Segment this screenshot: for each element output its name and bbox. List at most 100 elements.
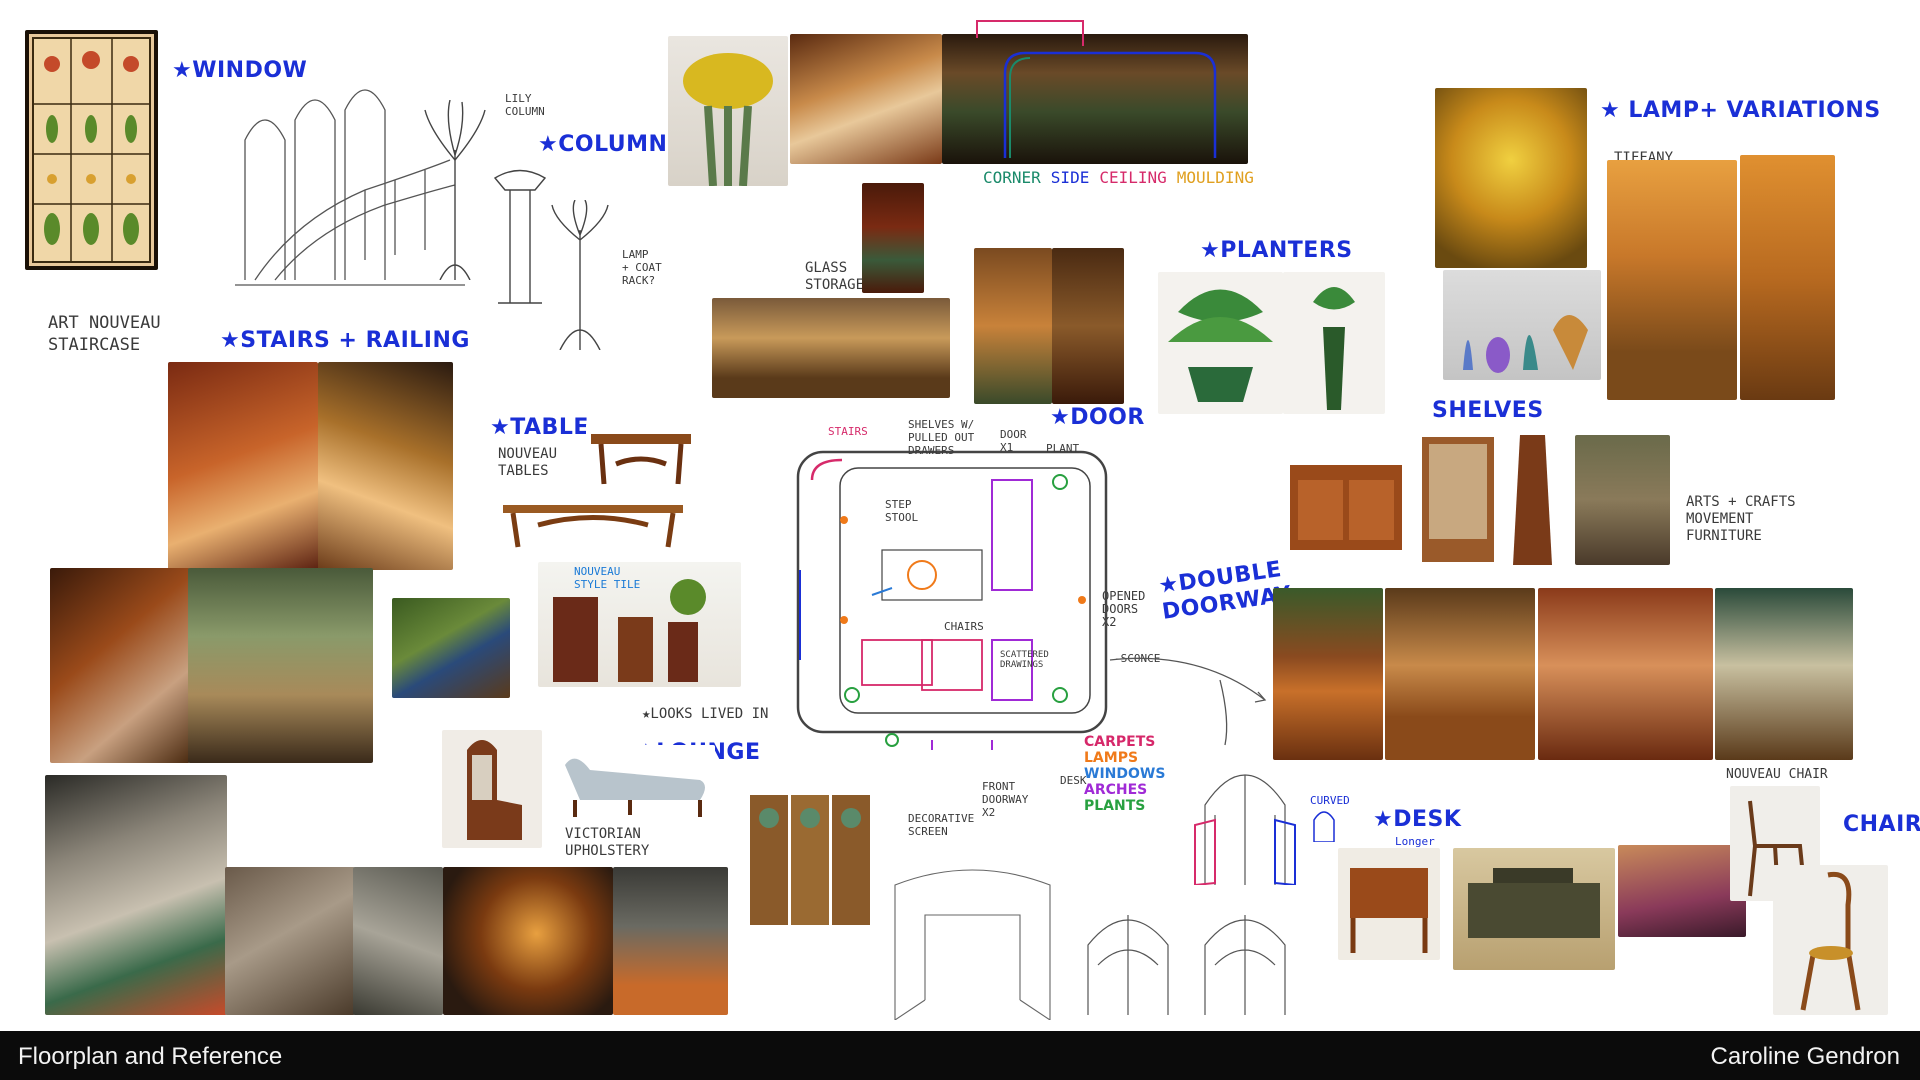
archway-perspective-sketch (894, 869, 1051, 1020)
lily-column-sketch (424, 100, 486, 280)
decorative-screen-photo (748, 790, 873, 930)
nouveau-chair-note: NOUVEAU CHAIR (1726, 767, 1828, 782)
doorway-photo-4 (1715, 588, 1853, 760)
floor-lamp-photo (1740, 155, 1835, 400)
footer-title: Floorplan and Reference (18, 1043, 283, 1070)
floorplan-color-legend: CARPETS LAMPS WINDOWS ARCHES PLANTS (1084, 734, 1165, 814)
leaded-glass-photo-3 (353, 867, 443, 1015)
lamp-coat-rack-note: LAMP + COAT RACK? (622, 248, 662, 287)
floorplan-step-stool-note: STEP STOOL (885, 498, 919, 524)
floorplan-chairs-note: CHAIRS (944, 620, 984, 633)
floorplan-scattered-note: SCATTERED DRAWINGS (1000, 650, 1049, 670)
chaise-lounge-photo (560, 745, 715, 823)
floorplan-sketch (796, 450, 1108, 750)
vaulted-ceiling-photo (790, 34, 942, 164)
arched-doorway-sketch-3 (1204, 915, 1286, 1015)
arch-window-icon-sketch (1313, 811, 1335, 842)
looks-lived-in-note: ★LOOKS LIVED IN (642, 706, 769, 722)
planter-photo-1 (1158, 272, 1283, 414)
victorian-upholstery-note: VICTORIAN UPHOLSTERY (565, 826, 650, 859)
desk-note: DESK (1060, 774, 1087, 787)
table-photo-1 (586, 424, 696, 490)
glass-table-photo (392, 598, 510, 698)
floorplan-stairs-note: STAIRS (828, 425, 868, 438)
arts-crafts-note: ARTS + CRAFTS MOVEMENT FURNITURE (1686, 494, 1796, 544)
planters-label: ★PLANTERS (1200, 238, 1353, 263)
door-photo-1 (974, 248, 1052, 404)
desk-photo-3 (1618, 845, 1746, 937)
table-label: ★TABLE (490, 415, 589, 440)
victorian-chair-photo (442, 730, 542, 848)
doorway-photo-3 (1538, 588, 1713, 760)
ceiling-text: CEILING (1099, 168, 1167, 187)
arts-crafts-cabinet-photo (1280, 440, 1412, 560)
footer-bar: Floorplan and Reference Caroline Gendron (0, 1031, 1920, 1080)
doorway-photo-1 (1273, 588, 1383, 760)
staircase-sketch (235, 89, 465, 286)
legend-carpets: CARPETS (1084, 734, 1156, 750)
lily-column-note: LILY COLUMN (505, 92, 545, 118)
front-doorway-note: FRONT DOORWAY X2 (982, 780, 1029, 819)
legend-plants: PLANTS (1084, 798, 1146, 814)
tiffany-lamps-photo (1435, 88, 1587, 268)
shelves-label: SHELVES (1432, 398, 1544, 423)
moulding-text: MOULDING (1176, 168, 1254, 187)
plant-stand-photo (1575, 435, 1670, 565)
doorway-sketch-1 (1194, 774, 1296, 885)
nouveau-style-tile-photo (538, 562, 741, 687)
architecture-overlay-lines (976, 20, 1217, 158)
opened-doors-note: OPENED DOORS X2 (1102, 589, 1146, 629)
door-photo-2 (1052, 248, 1124, 404)
column-sketch (493, 169, 547, 304)
stairs-photo-4 (188, 568, 373, 763)
desk-label: ★DESK (1373, 807, 1462, 832)
stairs-photo-2 (318, 362, 453, 570)
nouveau-style-tile-note: NOUVEAU STYLE TILE (574, 565, 641, 591)
stairs-photo-1 (168, 362, 318, 570)
glass-storage-note: GLASS STORAGE (805, 260, 865, 293)
floorplan-shelves-note: SHELVES W/ PULLED OUT DRAWERS (908, 418, 975, 457)
lamps-on-shelves-photo (1607, 160, 1737, 400)
lamp-variations-label: ★ LAMP+ VARIATIONS (1600, 98, 1881, 123)
side-text: SIDE (1050, 168, 1090, 187)
desk-photo-2 (1453, 848, 1615, 970)
window-label: ★WINDOW (172, 58, 308, 83)
planter-photo-2 (1283, 272, 1385, 414)
corner-text: CORNER (983, 168, 1041, 187)
nouveau-tables-note: NOUVEAU TABLES (498, 446, 558, 479)
curved-note: CURVED (1310, 794, 1350, 807)
footer-author: Caroline Gendron (1710, 1043, 1900, 1070)
art-nouveau-staircase-note: ART NOUVEAU STAIRCASE (48, 313, 161, 355)
column-label: ★COLUMN (538, 132, 668, 157)
stairs-railing-label: ★STAIRS + RAILING (220, 328, 470, 353)
tall-shelf-photo (1510, 430, 1555, 567)
nouveau-interior-photo (942, 34, 1248, 164)
leaded-glass-photo-1 (45, 775, 227, 1015)
tiffany-lamp-exhibit-photo (443, 867, 613, 1015)
decorative-screen-note: DECORATIVE SCREEN (908, 812, 975, 838)
stairs-photo-3 (50, 568, 190, 763)
doorway-photo-2 (1385, 588, 1535, 760)
table-photo-2 (498, 495, 688, 550)
connector-arrows (1109, 657, 1267, 746)
legend-windows: WINDOWS (1084, 766, 1166, 782)
longer-note: Longer (1395, 835, 1435, 848)
glass-storage-room-photo (712, 298, 950, 398)
leaded-glass-photo-2 (225, 867, 355, 1015)
nouveau-chair-photo-2 (1773, 865, 1888, 1015)
stained-glass-window-image (25, 30, 158, 270)
glass-vases-photo (1443, 270, 1601, 380)
lamp-coat-rack-sketch (551, 200, 609, 350)
moodboard: ★WINDOW LILY COLUMN ★COLUMN LAMP + COAT … (25, 20, 1920, 1020)
bookcase-photo (1414, 432, 1501, 567)
door-label: ★DOOR (1050, 405, 1145, 430)
legend-arches: ARCHES (1084, 782, 1148, 798)
chair-label: CHAIR (1843, 812, 1920, 837)
glass-cabinet-photo (862, 183, 924, 293)
desk-photo-1 (1338, 848, 1440, 960)
legend-lamps: LAMPS (1084, 750, 1139, 766)
architecture-legend: CORNER SIDE CEILING MOULDING (983, 168, 1264, 188)
arched-doorway-sketch-2 (1087, 915, 1169, 1015)
glass-bottles-photo (613, 867, 728, 1015)
floorplan-door-note: DOOR X1 (1000, 428, 1027, 454)
